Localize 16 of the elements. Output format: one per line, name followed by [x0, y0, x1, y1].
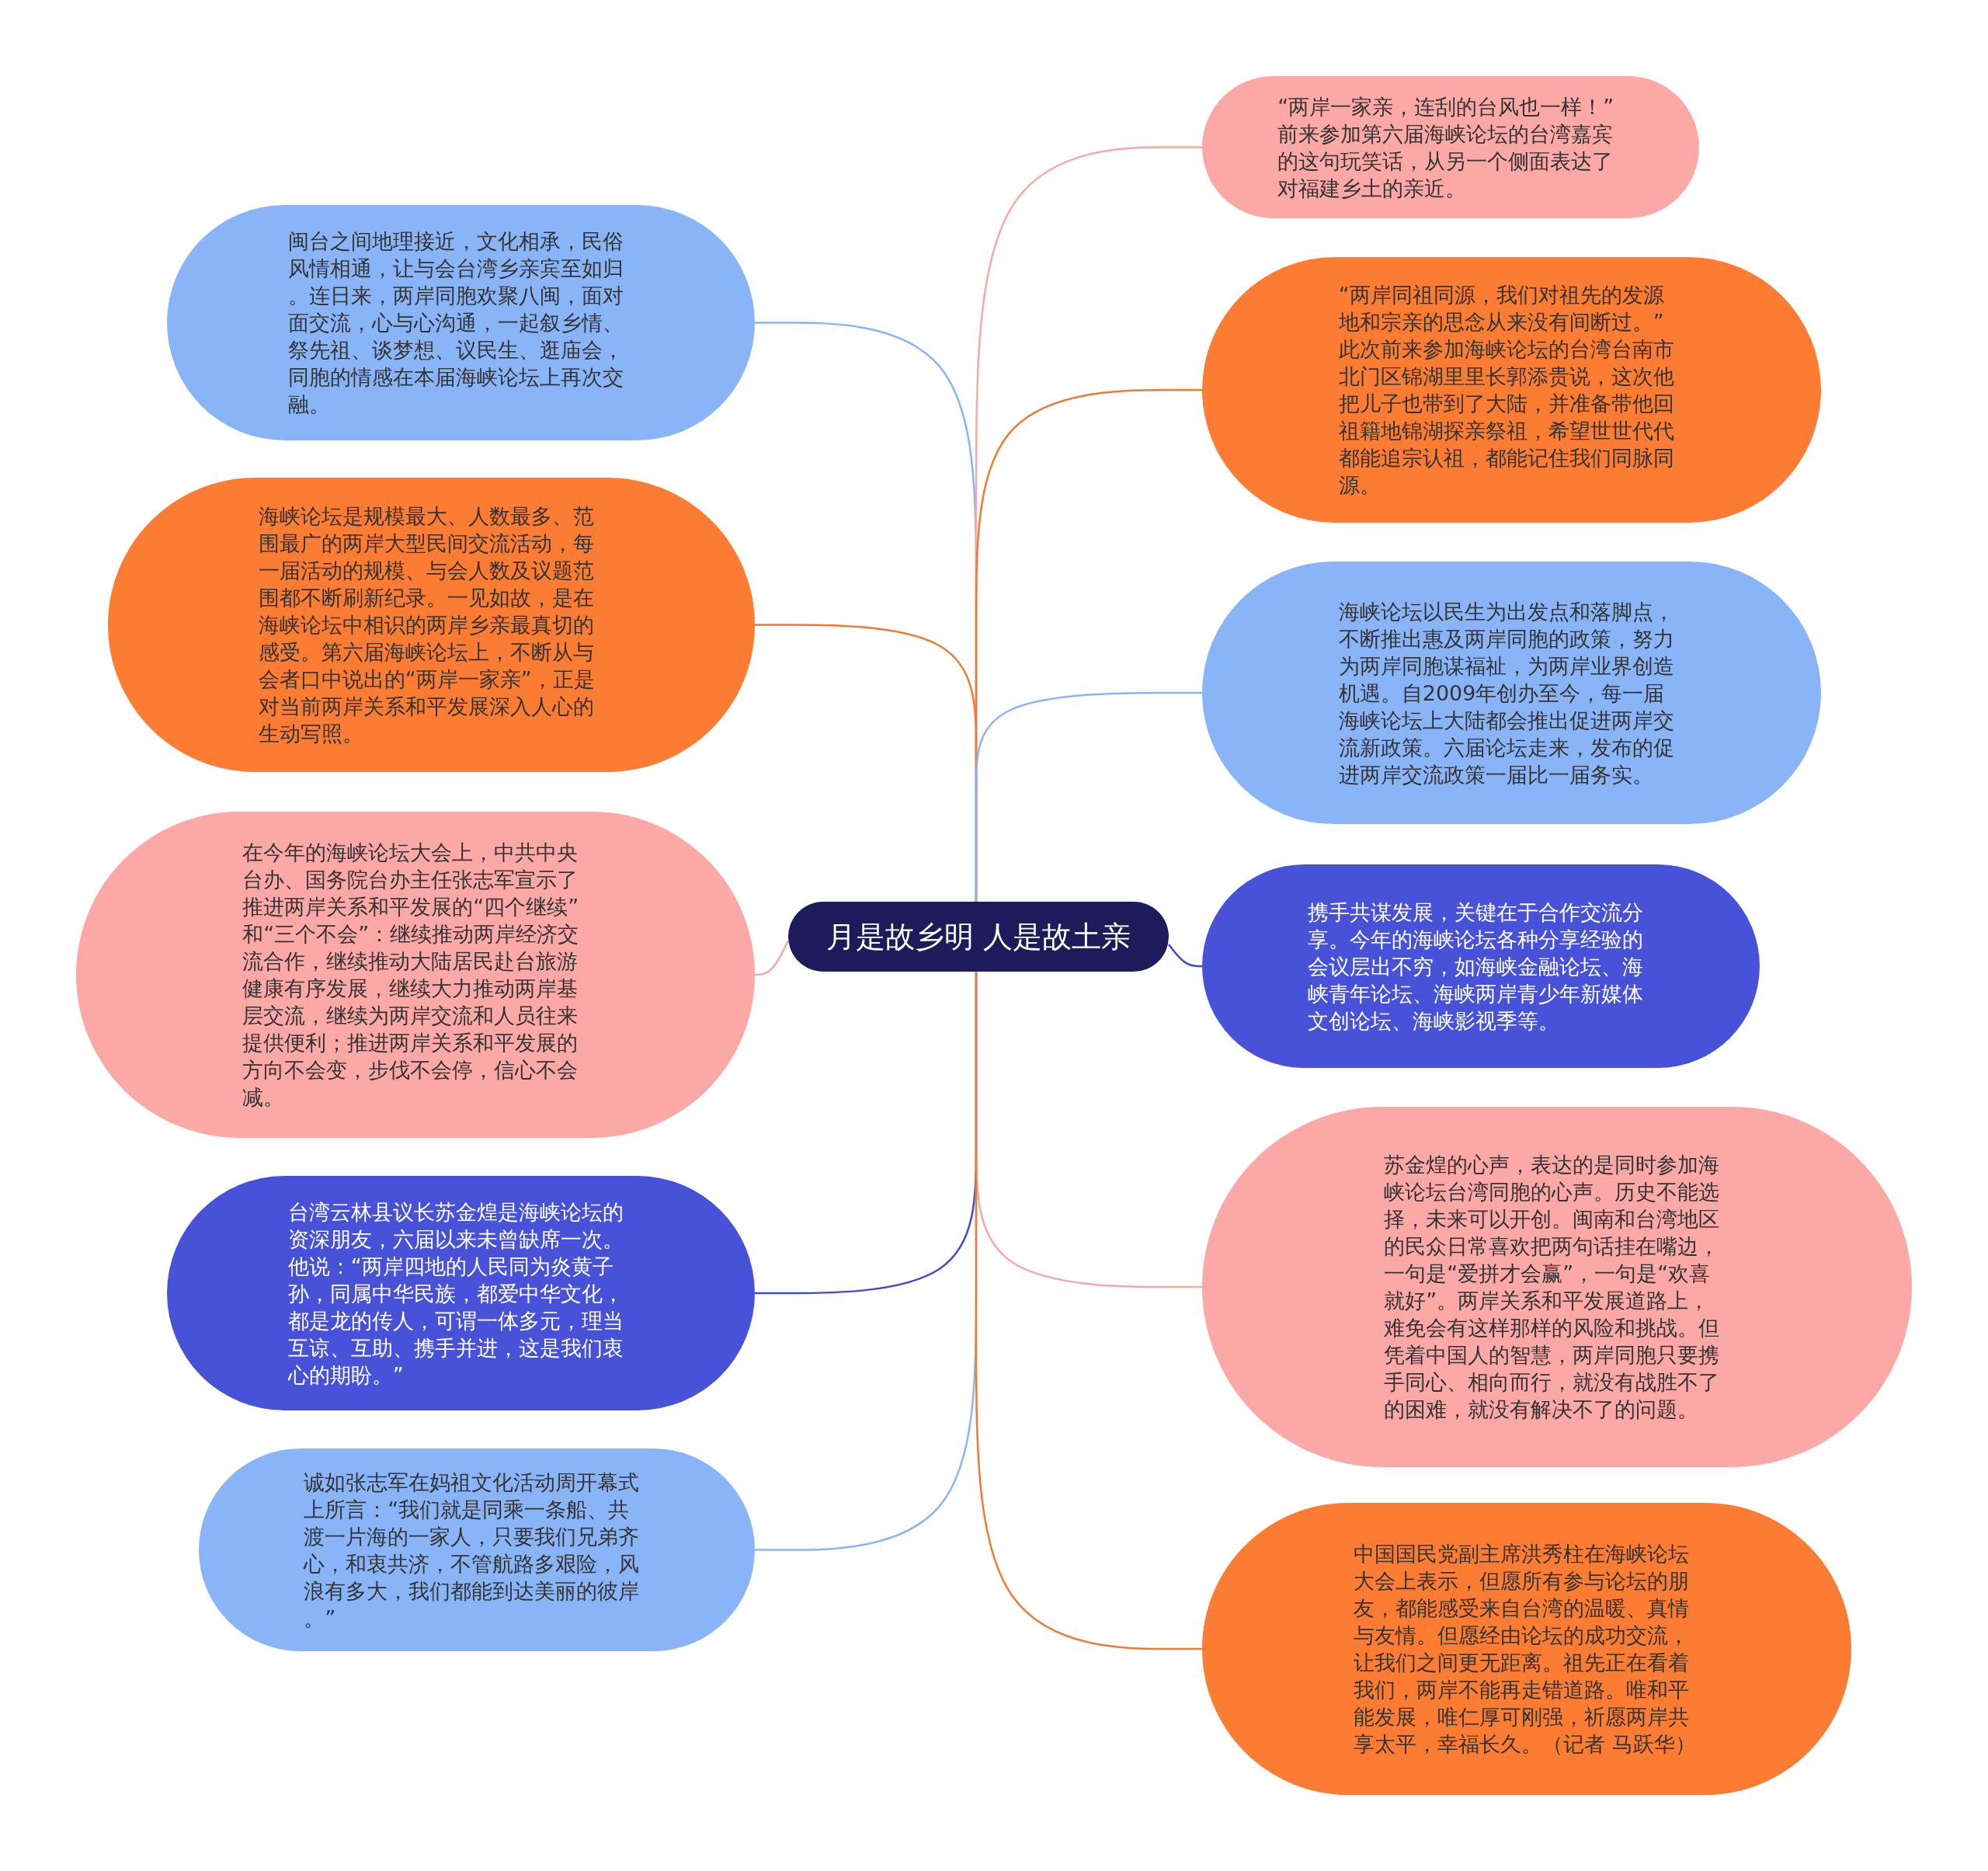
- connector-line: [975, 691, 1202, 902]
- topic-text: “两岸同祖同源，我们对祖先的发源地和宗亲的思念从来没有间断过。”此次前来参加海峡论坛的台湾台南市北门区锦湖里里长郭添贵说，这次他把儿子也带到了大陆，并准备带他回祖籍地锦湖探亲祭祖，希望世世代代都能追宗认祖，都能记住我们同脉同源。: [1338, 282, 1675, 499]
- topic-text: 在今年的海峡论坛大会上，中共中央台办、国务院台办主任张志军宣示了推进两岸关系和平发展的“四个继续”和“三个不会”：继续推动两岸经济交流合作，继续推动大陆居民赴台旅游健康有序发展，继续大力推动两岸基层交流，继续为两岸交流和人员往来提供便利；推进两岸关系和平发展的方向不会变，步伐不会停，信心不会减。: [242, 840, 580, 1111]
- topic-text: 中国国民党副主席洪秀柱在海峡论坛大会上表示，但愿所有参与论坛的朋友，都能感受来自台湾的温暖、真情与友情。但愿经由论坛的成功交流，让我们之间更无距离。祖先正在看着我们，两岸不能再走错道路。唯和平能发展，唯仁厚可刚强，祈愿两岸共享太平，幸福长久。（记者 马跃华）: [1354, 1541, 1697, 1758]
- connector-line: [755, 940, 790, 976]
- topic-text: 台湾云林县议长苏金煌是海峡论坛的资深朋友，六届以来未曾缺席一次。他说：“两岸四地的人民同为炎黄子孙，同属中华民族，都爱中华文化，都是龙的传人，可谓一体多元，理当互谅、互助、携手并进，这是我们衷心的期盼。”: [287, 1198, 624, 1389]
- topic-text: 海峡论坛以民生为出发点和落脚点，不断推出惠及两岸同胞的政策，努力为两岸同胞谋福祉，为两岸业界创造机遇。自2009年创办至今，每一届海峡论坛上大陆都会推出促进两岸交流新政策。六届论坛走来，发布的促进两岸交流政策一届比一届务实。: [1338, 598, 1675, 788]
- topic-text: 携手共谋发展，关键在于合作交流分享。今年的海峡论坛各种分享经验的会议层出不穷，如海峡金融论坛、海峡青年论坛、海峡两岸青少年新媒体文创论坛、海峡影视季等。: [1308, 899, 1645, 1035]
- topic-text: 诚如张志军在妈祖文化活动周开幕式上所言：“我们就是同乘一条船、共渡一片海的一家人，只要我们兄弟齐心，和衷共济，不管航路多艰险，风浪有多大，我们都能到达美丽的彼岸。”: [304, 1469, 641, 1632]
- central-topic-text: 月是故乡明 人是故土亲: [825, 919, 1131, 955]
- connector-line: [975, 972, 1202, 1650]
- topic-text: “两岸一家亲，连刮的台风也一样！”前来参加第六届海峡论坛的台湾嘉宾的这句玩笑话，从另一个侧面表达了对福建乡土的亲近。: [1277, 93, 1615, 202]
- topic-text: 闽台之间地理接近，文化相承，民俗风情相通，让与会台湾乡亲宾至如归。连日来，两岸同胞欢聚八闽，面对面交流，心与心沟通，一起叙乡情、祭先祖、谈梦想、议民生、逛庙会，同胞的情感在本届海峡论坛上再次交融。: [287, 228, 624, 418]
- connector-line: [1168, 944, 1202, 968]
- topic-text: 苏金煌的心声，表达的是同时参加海峡论坛台湾同胞的心声。历史不能选择，未来可以开创。闽南和台湾地区的民众日常喜欢把两句话挂在嘴边，一句是“爱拼才会赢”，一句是“欢喜就好”。两岸关系和平发展道路上，难免会有这样那样的风险和挑战。但凭着中国人的智慧，两岸同胞只要携手同心、相向而行，就没有战胜不了的困难，就没有解决不了的问题。: [1384, 1152, 1721, 1423]
- topic-text: 海峡论坛是规模最大、人数最多、范围最广的两岸大型民间交流活动，每一届活动的规模、与会人数及议题范围都不断刷新纪录。一见如故，是在海峡论坛中相识的两岸乡亲最真切的感受。第六届海峡论坛上，不断从与会者口中说出的“两岸一家亲”，正是对当前两岸关系和平发展深入人心的生动写照。: [258, 503, 596, 747]
